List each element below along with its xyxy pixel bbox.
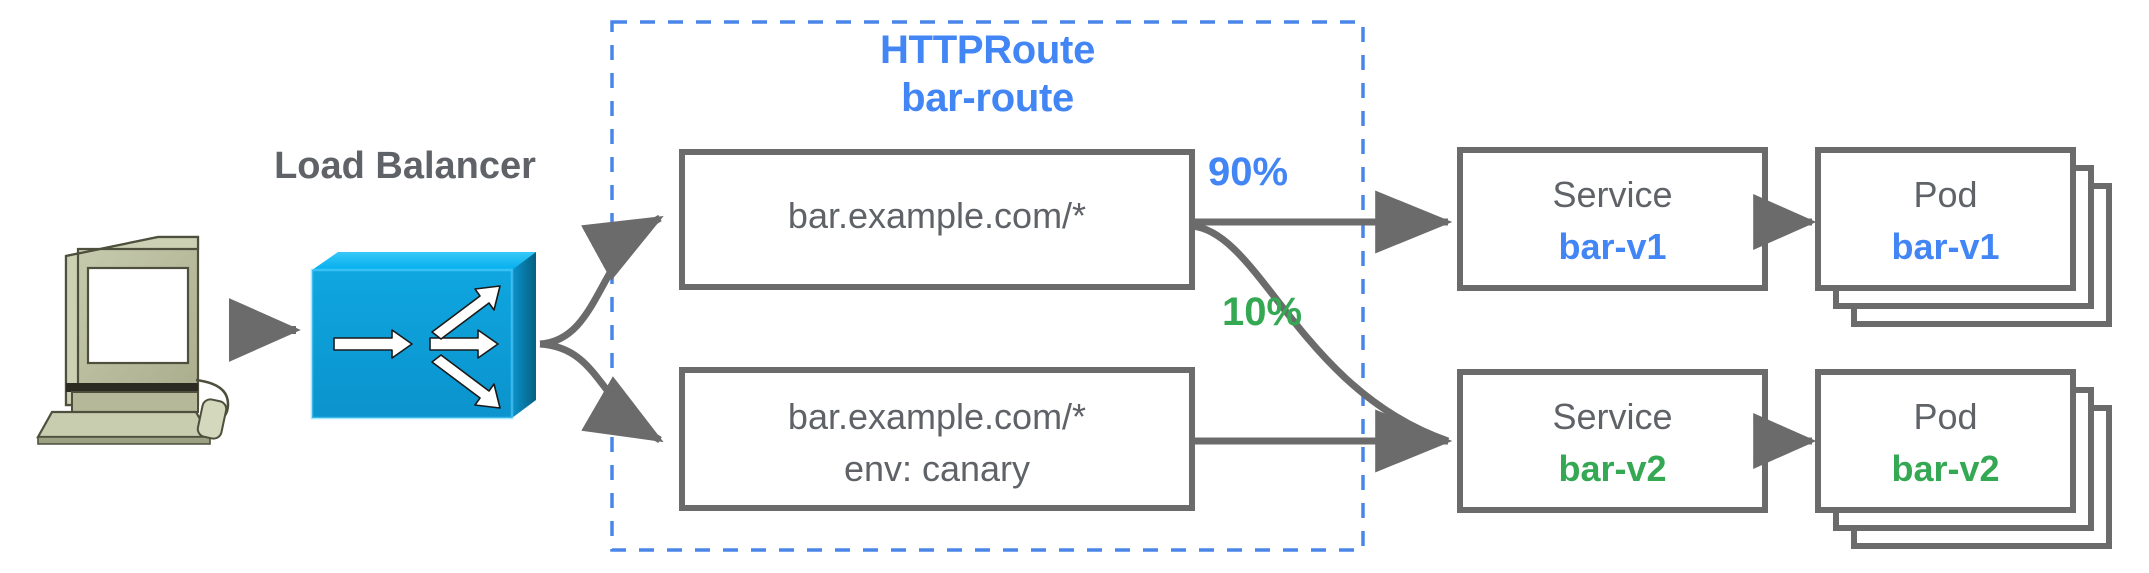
httproute-name-label: bar-route	[901, 76, 1074, 120]
service-box-bar-v2	[1457, 369, 1768, 513]
pod-box-bar-v1	[1815, 147, 2076, 291]
pod-bar-v1-name: bar-v1	[1891, 226, 2000, 267]
pod-bar-v1-kind: Pod	[1913, 174, 1978, 215]
pod-bar-v2-kind: Pod	[1913, 396, 1978, 437]
weight-10-label: 10%	[1222, 290, 1303, 334]
pod-stack-bar-v2	[1815, 369, 2112, 549]
rule-canary-line1: bar.example.com/*	[787, 396, 1087, 437]
arrow-lb-to-rule-primary	[539, 214, 664, 348]
rule-canary-line2: env: canary	[843, 448, 1031, 489]
service-bar-v1-kind: Service	[1552, 174, 1673, 215]
weight-90-label: 90%	[1208, 150, 1289, 194]
service-box-bar-v1	[1457, 147, 1768, 291]
load-balancer-label: Load Balancer	[274, 145, 536, 187]
client-computer-icon	[36, 235, 230, 445]
rule-primary-line1: bar.example.com/*	[787, 195, 1087, 236]
rule-box-canary	[679, 367, 1195, 511]
pod-bar-v2-name: bar-v2	[1891, 448, 2000, 489]
pod-box-bar-v2	[1815, 369, 2076, 513]
pod-stack-bar-v1	[1815, 147, 2112, 327]
httproute-boundary	[610, 20, 1365, 552]
service-bar-v2-name: bar-v2	[1558, 448, 1667, 489]
service-bar-v2-kind: Service	[1552, 396, 1673, 437]
httproute-kind-label: HTTPRoute	[879, 28, 1096, 72]
service-bar-v1-name: bar-v1	[1558, 226, 1667, 267]
arrow-lb-to-rule-canary	[539, 340, 664, 444]
load-balancer-icon	[310, 252, 536, 420]
